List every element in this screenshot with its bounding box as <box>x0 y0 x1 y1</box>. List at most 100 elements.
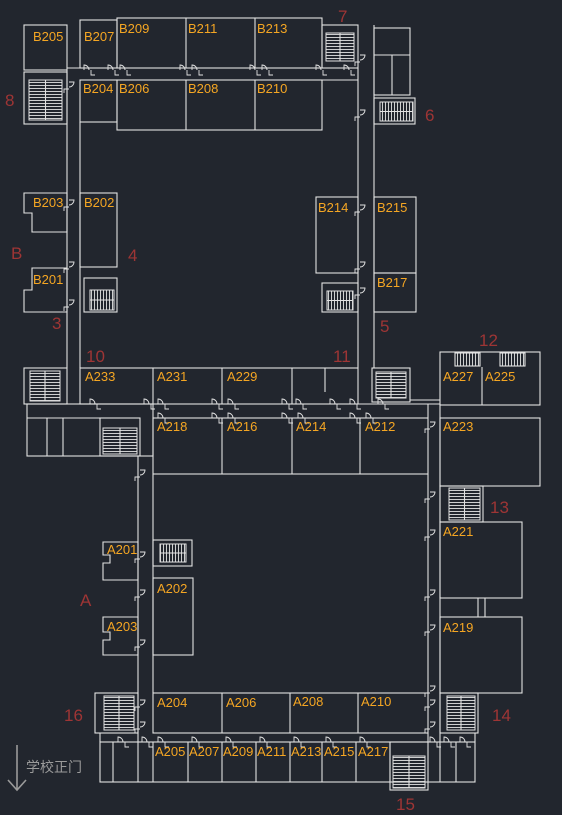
room-labels: B205 B207 B209 B211 B213 B204 B206 B208 … <box>33 21 515 759</box>
door-mark <box>315 64 327 76</box>
room-a203 <box>102 616 139 656</box>
stair-number-13: 13 <box>490 498 509 517</box>
room-label-b210: B210 <box>257 81 287 96</box>
room-b205 <box>23 24 68 71</box>
room-label-a233: A233 <box>85 369 115 384</box>
door-mark <box>424 421 436 433</box>
room-label-a209: A209 <box>223 744 253 759</box>
door-mark <box>249 64 261 76</box>
room-label-a207: A207 <box>189 744 219 759</box>
door-mark <box>329 398 341 410</box>
stair-12a <box>454 352 481 367</box>
door-mark <box>424 491 436 503</box>
building-a-walls <box>24 351 541 783</box>
door-mark <box>141 736 153 748</box>
main-entrance-label: 学校正门 <box>26 759 82 776</box>
door-mark <box>424 699 436 711</box>
door-mark <box>134 469 146 481</box>
room-b217 <box>373 272 417 313</box>
stair-7 <box>321 24 359 69</box>
room-label-a218: A218 <box>157 419 187 434</box>
door-mark <box>117 736 129 748</box>
door-mark <box>157 412 169 424</box>
room-label-b213: B213 <box>257 21 287 36</box>
room-label-a210: A210 <box>361 694 391 709</box>
door-mark <box>134 699 146 711</box>
door-mark <box>83 64 95 76</box>
room-label-a219: A219 <box>443 620 473 635</box>
stair-12b <box>499 352 526 367</box>
stair-number-5: 5 <box>380 317 389 336</box>
door-mark <box>349 412 361 424</box>
room-a202 <box>152 577 194 656</box>
door-mark <box>325 736 337 748</box>
room-row-a205-a217 <box>99 741 476 783</box>
door-mark <box>63 81 75 93</box>
stair-number-15: 15 <box>396 795 415 814</box>
building-letter-a: A <box>80 591 92 610</box>
room-label-a225: A225 <box>485 369 515 384</box>
stair-3 <box>83 277 118 313</box>
stair-number-14: 14 <box>492 706 511 725</box>
room-a201 <box>102 541 139 581</box>
door-mark <box>429 736 441 748</box>
door-mark <box>349 398 361 410</box>
building-letter-b: B <box>11 244 22 263</box>
room-label-b209: B209 <box>119 21 149 36</box>
door-mark <box>443 736 455 748</box>
room-label-b202: B202 <box>84 195 114 210</box>
stair-numbers: 7 8 6 B 4 3 5 10 11 12 13 A 16 14 15 <box>5 7 511 814</box>
door-mark <box>157 736 169 748</box>
door-mark <box>134 721 146 733</box>
room-label-b211: B211 <box>188 21 217 36</box>
stair-number-3: 3 <box>52 314 61 333</box>
door-mark <box>377 398 389 410</box>
door-mark <box>424 624 436 636</box>
down-arrow-icon <box>7 745 27 792</box>
main-entrance: 学校正门 <box>7 745 82 792</box>
room-label-b215: B215 <box>377 200 407 215</box>
door-mark <box>281 412 293 424</box>
room-label-a212: A212 <box>365 419 395 434</box>
door-mark <box>211 412 223 424</box>
stair-11 <box>371 367 411 403</box>
door-mark <box>119 64 131 76</box>
room-label-b204: B204 <box>83 81 113 96</box>
stair-10 <box>23 367 68 405</box>
room-label-a203: A203 <box>107 619 137 634</box>
room-label-b206: B206 <box>119 81 149 96</box>
stair-left-block <box>99 417 141 457</box>
room-row-a233-a229 <box>79 367 359 405</box>
room-label-b201: B201 <box>33 272 63 287</box>
room-label-b208: B208 <box>188 81 218 96</box>
room-label-a201: A201 <box>107 542 137 557</box>
room-label-a211: A211 <box>257 744 286 759</box>
stair-a202 <box>152 539 193 567</box>
stair-5 <box>321 282 359 313</box>
door-mark <box>157 398 169 410</box>
door-mark <box>191 64 203 76</box>
room-label-a205: A205 <box>155 744 185 759</box>
stair-number-12: 12 <box>479 331 498 350</box>
stair-6 <box>373 97 416 125</box>
door-mark <box>63 261 75 273</box>
door-mark <box>134 551 146 563</box>
room-row-a218-a212 <box>152 417 429 475</box>
door-mark <box>354 109 366 121</box>
room-a219 <box>439 616 523 694</box>
room-label-a216: A216 <box>227 419 257 434</box>
stair-number-6: 6 <box>425 106 434 125</box>
building-b-walls <box>23 17 417 368</box>
room-label-a206: A206 <box>226 695 256 710</box>
room-label-a213: A213 <box>291 744 321 759</box>
stair-8 <box>23 71 68 125</box>
room-label-a221: A221 <box>443 524 473 539</box>
door-mark <box>293 736 305 748</box>
room-b214 <box>315 196 359 274</box>
stair-number-11: 11 <box>333 347 351 366</box>
room-label-b217: B217 <box>377 275 407 290</box>
door-mark <box>227 398 239 410</box>
room-label-b203: B203 <box>33 195 63 210</box>
door-mark <box>211 398 223 410</box>
room-label-a204: A204 <box>157 695 187 710</box>
